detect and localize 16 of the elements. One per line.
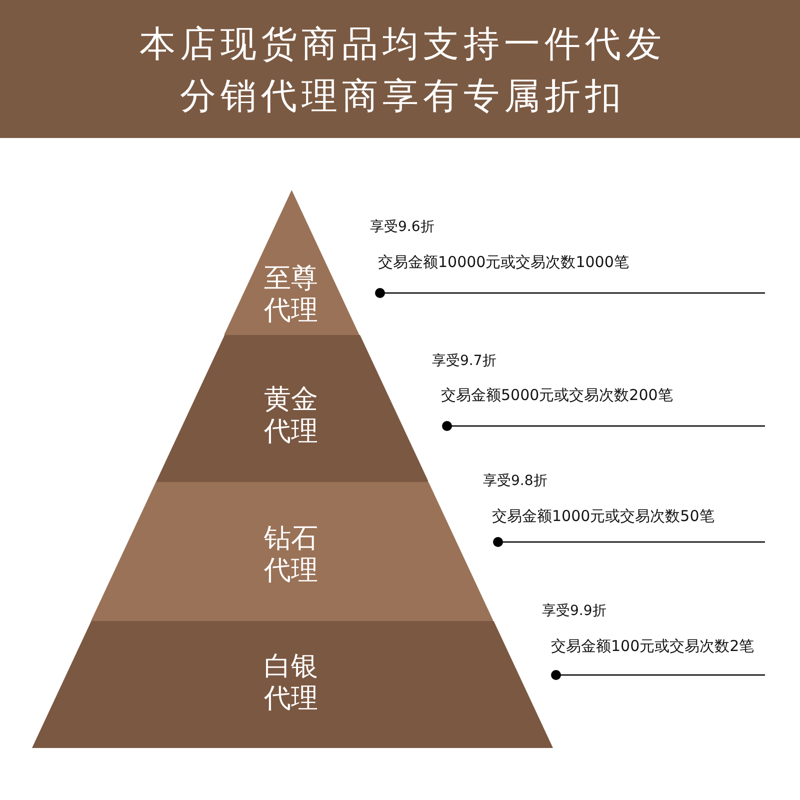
discount-text: 享受9.8折 xyxy=(483,472,548,491)
requirement-text: 交易金额1000元或交易次数50笔 xyxy=(492,506,714,526)
tier-label: 至尊代理 xyxy=(262,263,319,327)
pyramid-tier xyxy=(156,335,428,482)
requirement-text: 交易金额10000元或交易次数1000笔 xyxy=(378,252,629,272)
requirement-text: 交易金额5000元或交易次数200笔 xyxy=(441,385,673,405)
pyramid-tier xyxy=(224,190,360,335)
tier-label: 黄金代理 xyxy=(262,384,319,448)
discount-text: 享受9.6折 xyxy=(370,218,434,237)
discount-text: 享受9.9折 xyxy=(542,602,606,621)
requirement-text: 交易金额100元或交易次数2笔 xyxy=(551,636,754,656)
tier-label: 钻石代理 xyxy=(262,523,319,587)
tier-label: 白银代理 xyxy=(263,651,319,715)
discount-text: 享受9.7折 xyxy=(432,352,496,371)
title: 本店现货商品均支持一件代发分销代理商享有专属折扣 xyxy=(138,23,667,119)
pyramid-tier xyxy=(32,621,552,748)
